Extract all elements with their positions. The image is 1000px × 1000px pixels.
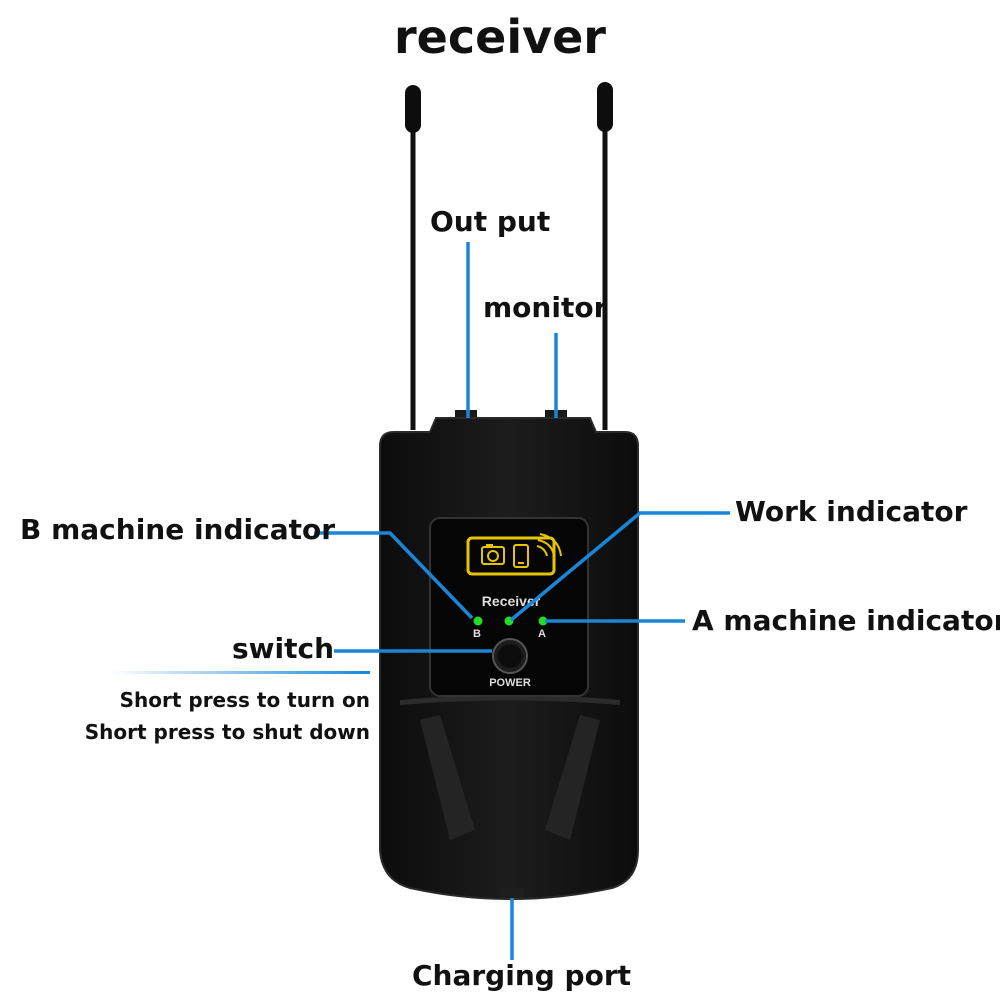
led-a-label: A <box>538 628 546 640</box>
body-grip-right <box>545 715 600 840</box>
screen-label: Receiver <box>482 593 541 609</box>
note-turn-on: Short press to turn on <box>119 688 370 712</box>
note-shut-down: Short press to shut down <box>84 720 370 744</box>
charging-port-label: Charging port <box>412 959 632 992</box>
work-indicator-label: Work indicator <box>735 495 968 528</box>
led-b-label: B <box>473 628 481 640</box>
power-button-cap <box>498 644 522 668</box>
camera-icon <box>481 544 505 565</box>
phone-icon <box>513 544 529 568</box>
led-a <box>538 616 548 626</box>
antenna-right <box>597 82 613 430</box>
switch-label: switch <box>232 632 335 665</box>
a-indicator-label: A machine indicator <box>692 604 1000 637</box>
led-b <box>473 616 483 626</box>
output-label: Out put <box>430 205 551 238</box>
charging-port <box>500 888 524 898</box>
body-ridge <box>400 695 620 705</box>
power-label: POWER <box>489 677 531 689</box>
b-indicator-label: B machine indicator <box>20 513 336 546</box>
leader-b-indicator <box>314 531 474 620</box>
leader-lines <box>314 242 730 960</box>
wireless-icon <box>536 533 562 557</box>
body-grip-left <box>420 715 475 840</box>
monitor-label: monitor <box>483 291 608 324</box>
page-title: receiver <box>394 10 606 64</box>
note-divider <box>110 671 370 674</box>
leader-work-indicator <box>509 511 730 622</box>
antenna-left <box>405 85 421 430</box>
